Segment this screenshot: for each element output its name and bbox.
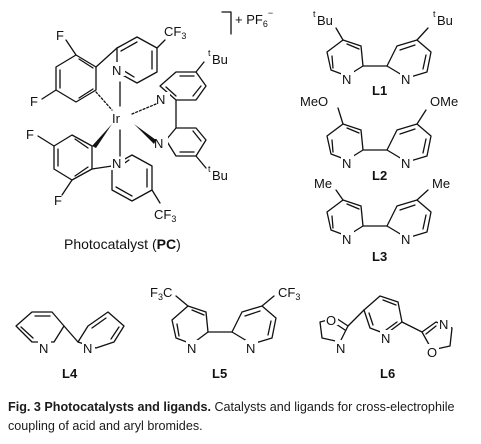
caption-body: Catalysts and ligands for cross-electrop…	[8, 400, 455, 433]
tbu-sup-lower: t	[208, 164, 211, 174]
l5-f3c: F3C	[150, 285, 172, 302]
ligand-label-l1: L1	[372, 83, 387, 98]
l1-atom-n-left: N	[342, 72, 351, 87]
l3-me-left: Me	[314, 176, 332, 191]
l6-atom-o-right: O	[427, 345, 437, 360]
l2-atom-n-left: N	[342, 156, 351, 171]
l6-atom-n-pyridine: N	[381, 331, 390, 346]
ligand-label-l6: L6	[380, 366, 395, 381]
l2-atom-n-right: N	[401, 156, 410, 171]
l5-atom-n-right: N	[246, 341, 255, 356]
l1-tbu-sup-left: t	[313, 9, 316, 19]
l5-atom-n-left: N	[187, 341, 196, 356]
l1-tbu-right: Bu	[437, 13, 453, 28]
caption-title: Photocatalysts and ligands.	[44, 400, 211, 414]
l6-atom-o-left: O	[326, 313, 336, 328]
ligand-l5-structure: F3C CF3 N N L5	[150, 285, 300, 381]
atom-n-bipy-lower: N	[154, 136, 163, 151]
counterion-label: + PF6−	[235, 8, 273, 29]
ligand-label-l5: L5	[212, 366, 227, 381]
cf3-upper: CF3	[164, 24, 186, 41]
atom-n-lower-pyridine: N	[112, 156, 121, 171]
l1-tbu-sup-right: t	[433, 9, 436, 19]
tbu-lower: Bu	[212, 168, 228, 183]
l4-atom-n-right: N	[83, 341, 92, 356]
tbu-upper: Bu	[212, 52, 228, 67]
l2-ome: OMe	[430, 94, 458, 109]
l3-atom-n-left: N	[342, 232, 351, 247]
atom-f-upper-2: F	[30, 94, 38, 109]
atom-f-lower-1: F	[26, 127, 34, 142]
caption-prefix: Fig. 3	[8, 400, 41, 414]
l4-atom-n-left: N	[39, 341, 48, 356]
atom-n-bipy-upper: N	[156, 92, 165, 107]
l2-meo: MeO	[300, 94, 328, 109]
ligand-l2-structure: MeO OMe N N L2	[300, 94, 458, 183]
l1-tbu-left: Bu	[317, 13, 333, 28]
ligand-l6-structure: N O N N O L6	[319, 295, 453, 381]
ligand-l4-structure: N N L4	[15, 311, 125, 381]
ligand-label-l3: L3	[372, 249, 387, 264]
metal-ir: Ir	[112, 111, 121, 126]
l3-atom-n-right: N	[401, 232, 410, 247]
ligand-label-l2: L2	[372, 168, 387, 183]
ligand-label-l4: L4	[62, 366, 78, 381]
l3-me-right: Me	[432, 176, 450, 191]
figure-caption: Fig. 3 Photocatalysts and ligands. Catal…	[8, 398, 476, 436]
atom-n-upper-pyridine: N	[112, 63, 121, 78]
l5-cf3: CF3	[278, 285, 300, 302]
tbu-sup-upper: t	[208, 48, 211, 58]
l1-atom-n-right: N	[401, 72, 410, 87]
cf3-lower: CF3	[154, 207, 176, 224]
ligand-l3-structure: Me Me N N L3	[314, 176, 450, 264]
atom-f-upper-1: F	[56, 28, 64, 43]
photocatalyst-structure: + PF6− F F CF3 N F F CF	[26, 8, 273, 224]
l6-atom-n-left: N	[336, 341, 345, 356]
ligand-l1-structure: t Bu t Bu N N L1	[313, 9, 453, 98]
l6-atom-n-right: N	[439, 317, 448, 332]
atom-f-lower-2: F	[54, 193, 62, 208]
photocatalyst-label: Photocatalyst (PC)	[64, 236, 181, 252]
